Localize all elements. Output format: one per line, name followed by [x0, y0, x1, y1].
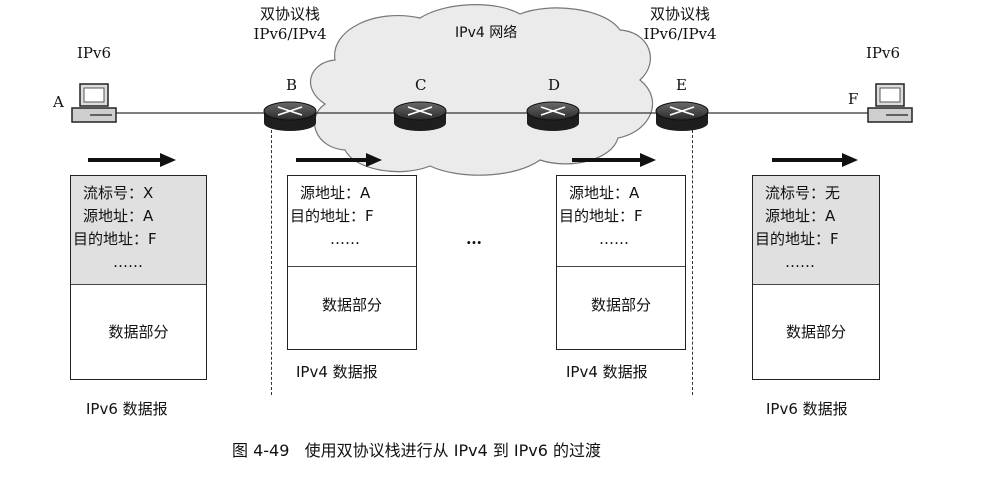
packet-header-line: 目的地址：F [559, 207, 643, 225]
ipv4-cloud [309, 4, 653, 176]
packet-data-section: 数据部分 [108, 323, 169, 341]
router-E-icon [655, 101, 709, 131]
ipv4-packet-mid1: 源地址：A 目的地址：F …… 数据部分 [287, 175, 417, 350]
packet-header [288, 176, 416, 267]
boundary-dashed-line [692, 130, 693, 395]
packet-header-line: …… [113, 253, 143, 271]
packet-header [557, 176, 685, 267]
arrow-right-icon [572, 153, 656, 167]
router-B-icon [263, 101, 317, 131]
ellipsis-between: … [466, 229, 482, 248]
packet-header-line: 流标号：无 [765, 184, 841, 202]
packet-header-line: …… [785, 253, 815, 271]
packet-header-line: 流标号：X [83, 184, 154, 202]
computer-F-icon [867, 83, 913, 123]
packet-header-line: …… [599, 230, 629, 248]
router-C-icon [393, 101, 447, 131]
node-D-letter: D [548, 76, 561, 94]
ipv6-packet-left: 流标号：X 源地址：A 目的地址：F …… 数据部分 [70, 175, 207, 380]
node-A-label: IPv6 [77, 44, 112, 62]
ipv6-packet-left-caption: IPv6 数据报 [86, 400, 168, 418]
node-E-stack-type: IPv6/IPv4 [643, 25, 717, 43]
node-A-letter: A [53, 93, 64, 111]
boundary-dashed-line [271, 130, 272, 395]
node-C-letter: C [415, 76, 427, 94]
node-E-letter: E [676, 76, 687, 94]
node-B-stack-label: 双协议栈 [259, 5, 320, 23]
packet-header-line: …… [330, 230, 360, 248]
packet-data-section: 数据部分 [321, 296, 382, 314]
packet-header-line: 源地址：A [569, 184, 640, 202]
computer-A-icon [71, 83, 117, 123]
packet-header-line: 源地址：A [300, 184, 371, 202]
packet-data-section: 数据部分 [785, 323, 846, 341]
ipv4-packet-mid1-caption: IPv4 数据报 [296, 363, 378, 381]
ipv6-packet-right: 流标号：无 源地址：A 目的地址：F …… 数据部分 [752, 175, 880, 380]
node-B-stack-type: IPv6/IPv4 [253, 25, 327, 43]
ipv4-packet-mid2-caption: IPv4 数据报 [566, 363, 648, 381]
router-D-icon [526, 101, 580, 131]
node-F-letter: F [848, 90, 859, 108]
packet-header-line: 目的地址：F [755, 230, 839, 248]
node-E-stack-label: 双协议栈 [649, 5, 710, 23]
node-B-letter: B [286, 76, 298, 94]
arrow-right-icon [296, 153, 382, 167]
packet-header-line: 目的地址：F [290, 207, 374, 225]
packet-header [753, 176, 879, 285]
packet-header-line: 源地址：A [83, 207, 154, 225]
cloud-label: IPv4 网络 [455, 25, 518, 41]
figure-caption: 图 4-49 使用双协议栈进行从 IPv4 到 IPv6 的过渡 [232, 441, 602, 460]
ipv4-packet-mid2: 源地址：A 目的地址：F …… 数据部分 [556, 175, 686, 350]
packet-header-line: 源地址：A [765, 207, 836, 225]
node-F-label: IPv6 [866, 44, 901, 62]
arrow-right-icon [772, 153, 858, 167]
packet-header [71, 176, 206, 285]
packet-header-line: 目的地址：F [73, 230, 157, 248]
arrow-right-icon [88, 153, 176, 167]
packet-data-section: 数据部分 [590, 296, 651, 314]
ipv6-packet-right-caption: IPv6 数据报 [766, 400, 848, 418]
